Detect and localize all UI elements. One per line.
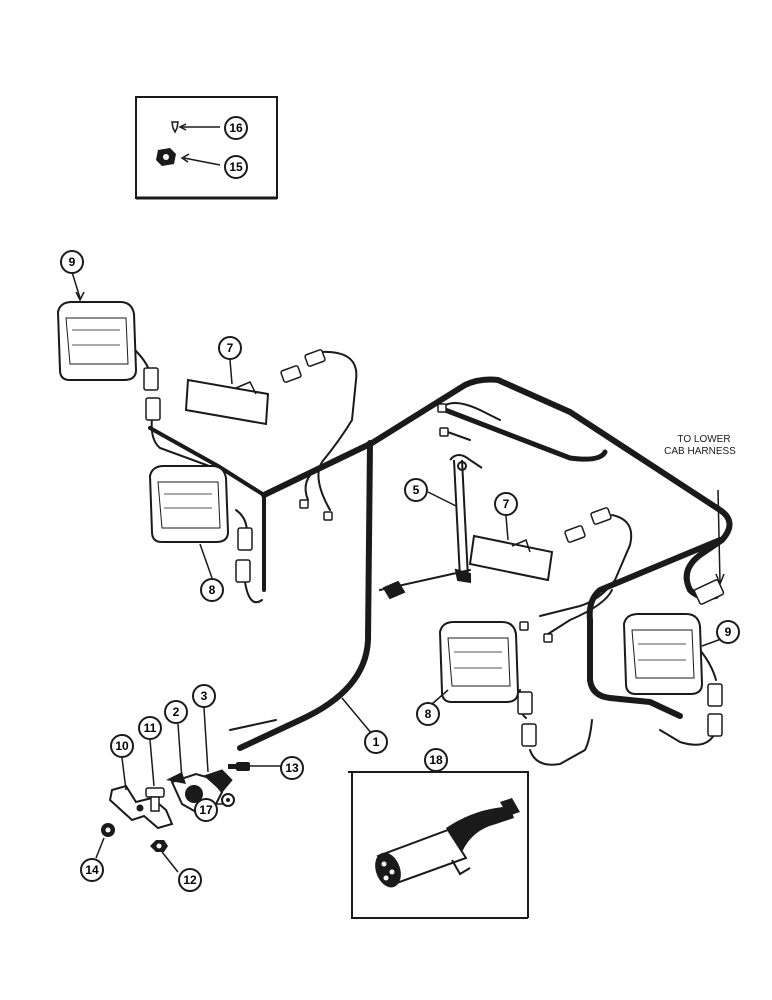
callout-7-right: 7 [494,492,518,516]
callout-18-label: 18 [429,753,443,767]
callout-5-label: 5 [413,483,420,497]
leader-lines [71,271,725,873]
callout-8-right: 8 [416,702,440,726]
callout-15-label: 15 [229,160,243,174]
support-bar-5 [382,454,483,600]
callout-7-left: 7 [218,336,242,360]
callout-17: 17 [194,798,218,822]
callout-16: 16 [224,116,248,140]
floodlight-8-left [148,465,230,543]
callout-14: 14 [80,858,104,882]
callout-7-left-label: 7 [227,341,234,355]
floodlight-8-right [438,621,520,703]
connectors [143,349,725,747]
callout-11: 11 [138,716,162,740]
plug-inset-18 [348,771,529,919]
callout-3: 3 [192,684,216,708]
floodlight-9-left [56,301,138,381]
note-line-1: TO LOWER [677,434,730,445]
callout-9-left-label: 9 [69,255,76,269]
marker-lamp-7-right [468,534,554,582]
screw-part-16 [171,121,179,134]
inset-box [135,96,278,200]
nut-12 [150,840,168,852]
floodlight-9-right [622,613,704,695]
washer-17 [221,793,235,807]
callout-1-label: 1 [373,735,380,749]
callout-13-label: 13 [285,761,299,775]
callout-15: 15 [224,155,248,179]
callout-11-label: 11 [144,721,157,735]
callout-13: 13 [280,756,304,780]
screw-13 [228,762,250,771]
callout-10-label: 10 [115,739,129,753]
callout-10: 10 [110,734,134,758]
callout-8-left-label: 8 [209,583,216,597]
marker-lamp-7-left [184,378,270,426]
callout-12: 12 [178,868,202,892]
callout-2: 2 [164,700,188,724]
callout-3-label: 3 [201,689,208,703]
callout-14-label: 14 [85,863,99,877]
note-line-2: CAB HARNESS [664,446,736,457]
callout-1: 1 [364,730,388,754]
bolt-11 [145,787,165,812]
nut-14 [101,823,115,837]
bracket-10 [108,784,174,830]
callout-16-label: 16 [229,121,243,135]
callout-5: 5 [404,478,428,502]
callout-9-right-label: 9 [725,625,732,639]
callout-18: 18 [424,748,448,772]
lower-cab-harness-note: TO LOWER CAB HARNESS [664,434,736,457]
callout-7-right-label: 7 [503,497,510,511]
clip-part-15 [156,148,176,166]
callout-9-right: 9 [716,620,740,644]
callout-17-label: 17 [199,803,213,817]
callout-2-label: 2 [173,705,180,719]
callout-9-left: 9 [60,250,84,274]
callout-8-right-label: 8 [425,707,432,721]
callout-12-label: 12 [183,873,197,887]
callout-8-left: 8 [200,578,224,602]
